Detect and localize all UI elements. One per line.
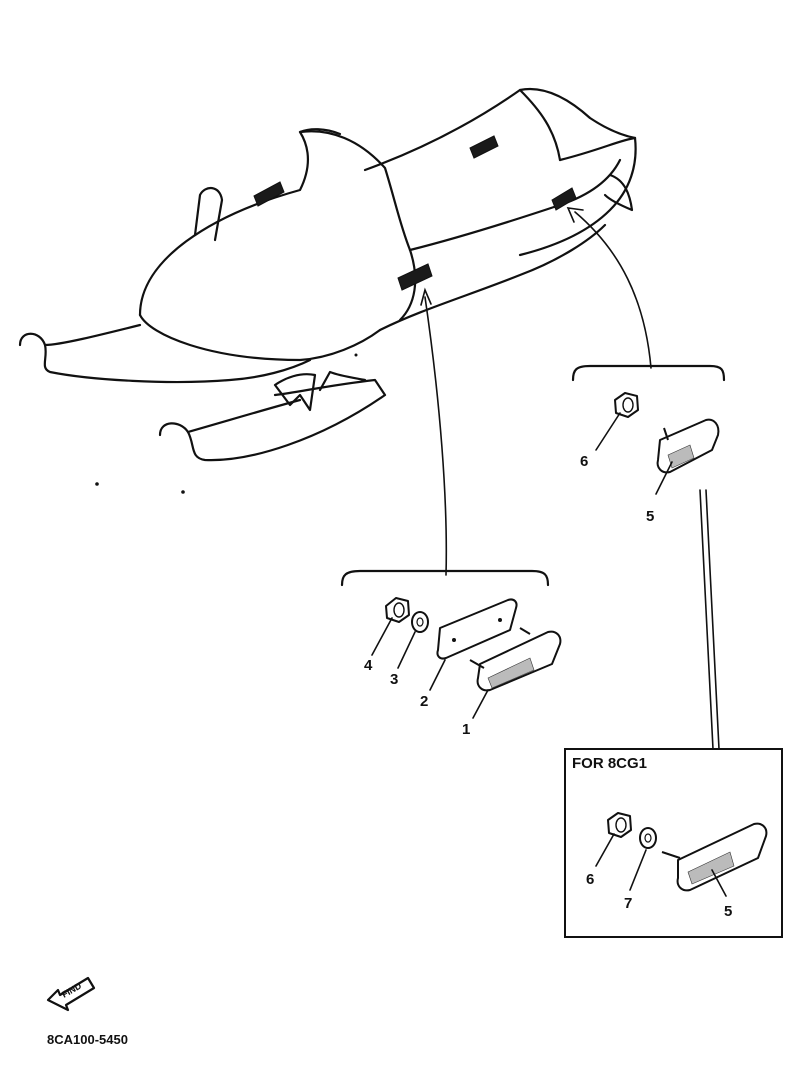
callout-3: 3 (390, 671, 398, 688)
nut-part-6 (614, 392, 639, 418)
callout-4: 4 (364, 657, 373, 674)
callout-5: 5 (646, 508, 654, 525)
nut-part-6-inset (607, 812, 632, 838)
find-arrow-icon: FIND (46, 976, 96, 1012)
callout-5-inset: 5 (724, 903, 732, 920)
callout-1: 1 (462, 721, 470, 738)
snowmobile-illustration (18, 87, 637, 494)
callout-7-inset: 7 (624, 895, 632, 912)
reflector-part-1 (469, 627, 562, 692)
callout-6-inset: 6 (586, 871, 594, 888)
drawing-code: 8CA100-5450 (47, 1032, 128, 1047)
side-reflector-group: 6 5 (571, 364, 726, 525)
main-reflector-group: 4 3 2 1 (340, 569, 562, 738)
callout-6: 6 (580, 453, 588, 470)
inset-title: FOR 8CG1 (572, 755, 647, 772)
nut-part-4 (385, 597, 410, 623)
reflector-part-5-inset (661, 822, 768, 892)
plate-part-2 (436, 598, 518, 660)
washer-part-3 (411, 611, 429, 633)
reflector-part-5 (656, 418, 720, 474)
washer-part-7-inset (639, 827, 657, 849)
leader-lines (420, 207, 652, 576)
callout-2: 2 (420, 693, 428, 710)
inset-leaders (699, 489, 720, 750)
inset-box-8cg1: FOR 8CG1 6 7 5 (564, 748, 783, 938)
